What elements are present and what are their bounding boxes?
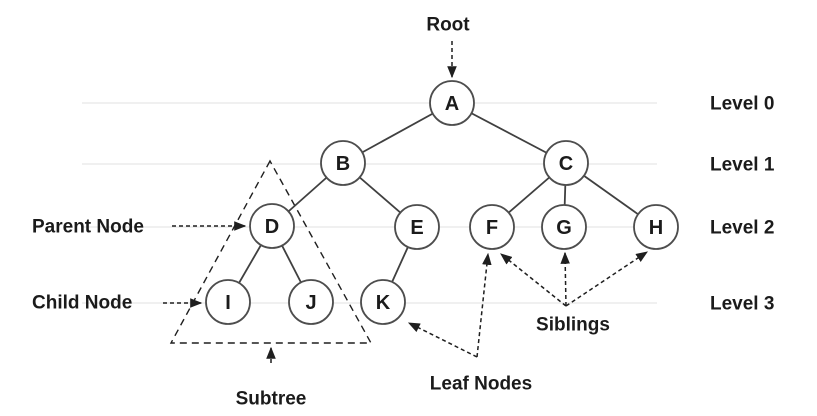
node-B-circle — [320, 140, 366, 186]
parent-node-label: Parent Node — [32, 217, 144, 238]
level-label-0: Level 0 — [710, 94, 774, 115]
node-J-label: J — [305, 292, 316, 314]
node-C-label: C — [559, 153, 573, 175]
root-label: Root — [426, 15, 470, 36]
level-label-3: Level 3 — [710, 294, 774, 315]
leaf-nodes-arrow-0 — [407, 322, 478, 358]
node-A-label: A — [445, 93, 459, 115]
node-B-label: B — [336, 153, 350, 175]
node-E-label: E — [410, 217, 423, 239]
leaf-nodes-label: Leaf Nodes — [430, 374, 532, 395]
subtree-label: Subtree — [236, 389, 307, 410]
node-H-label: H — [649, 217, 663, 239]
node-F-label: F — [486, 217, 498, 239]
node-D-circle — [249, 203, 295, 249]
siblings-label: Siblings — [536, 315, 610, 336]
node-D-label: D — [265, 216, 279, 238]
level-label-1: Level 1 — [710, 155, 775, 176]
node-I-label: I — [225, 292, 231, 314]
leaf-nodes-arrow-1 — [476, 252, 492, 358]
siblings-arrow-2 — [565, 251, 648, 307]
child-node-label: Child Node — [32, 293, 132, 314]
node-H-circle — [633, 204, 679, 250]
subtree-outline — [169, 159, 373, 344]
level-label-2: Level 2 — [710, 218, 774, 239]
node-E-circle — [394, 204, 440, 250]
node-C-circle — [543, 140, 589, 186]
node-A-circle — [429, 80, 475, 126]
node-G-circle — [541, 204, 587, 250]
node-J-circle — [288, 279, 334, 325]
node-K-circle — [360, 279, 406, 325]
siblings-arrow-1 — [560, 251, 571, 307]
node-K-label: K — [376, 292, 391, 314]
node-I-circle — [205, 279, 251, 325]
node-F-circle — [469, 204, 515, 250]
node-G-label: G — [556, 217, 572, 239]
siblings-arrow-0 — [500, 253, 567, 307]
